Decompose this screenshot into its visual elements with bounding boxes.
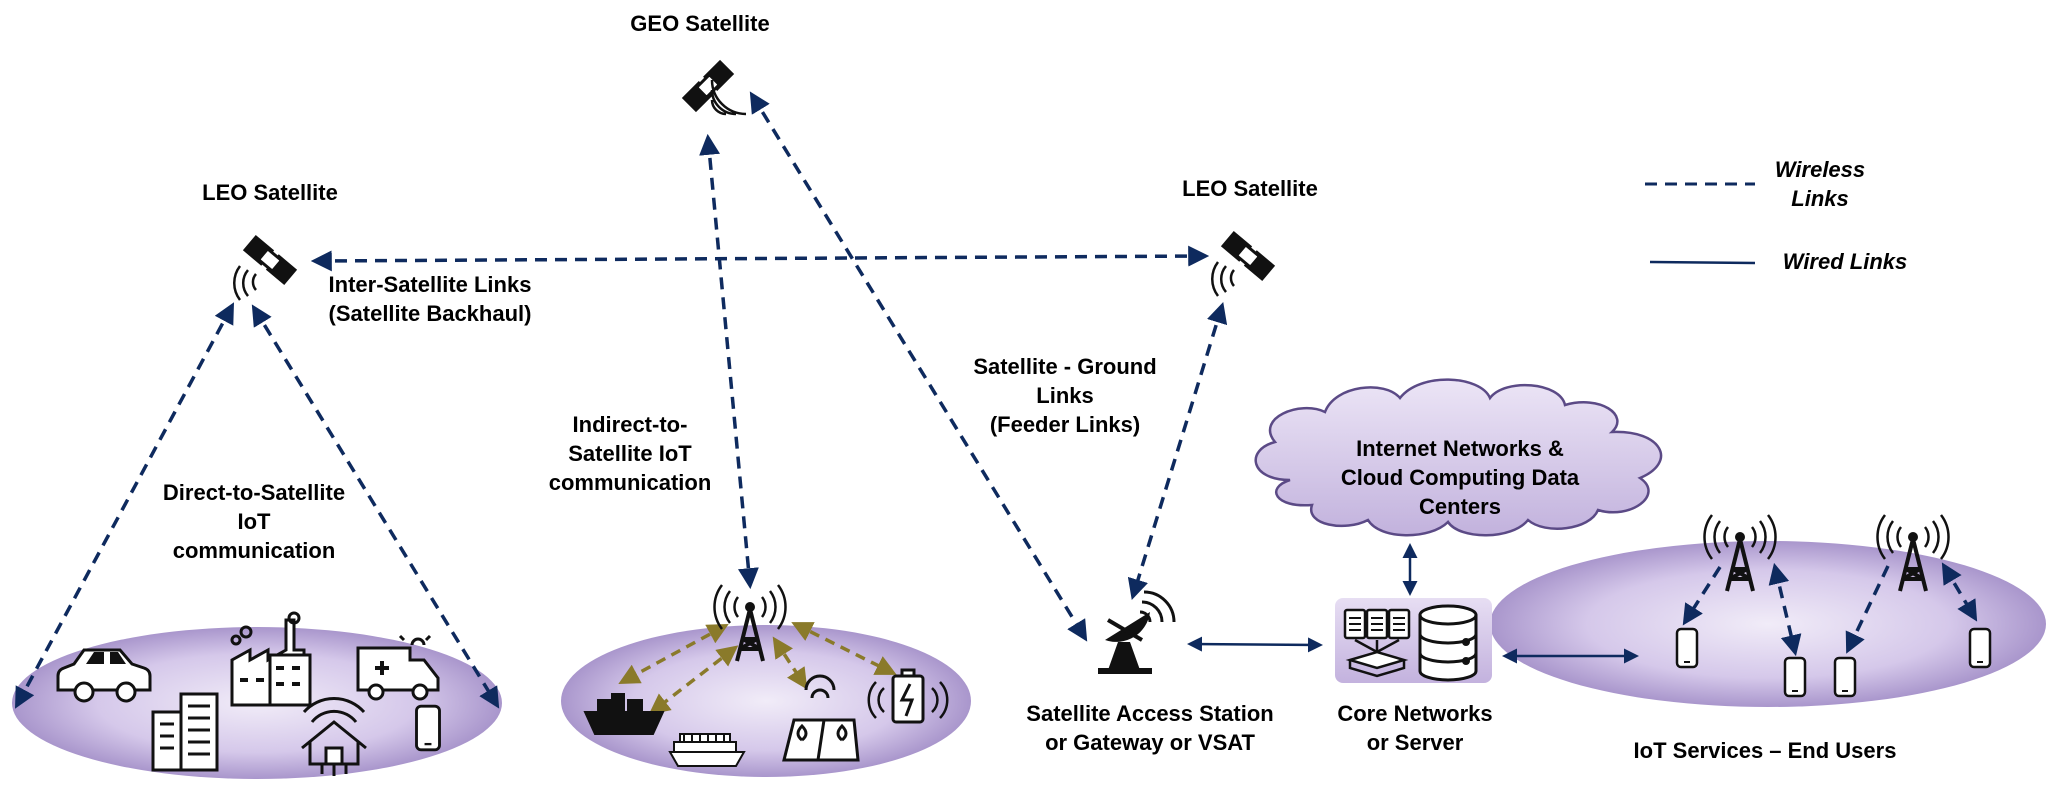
direct-link-left — [15, 302, 234, 709]
ambulance-icon — [356, 634, 440, 701]
cloud-line-1: Internet Networks & — [1356, 436, 1564, 461]
gateway-core-link — [1187, 636, 1323, 653]
satellite-dish-icon — [1098, 590, 1176, 674]
legend-wireless-line-1: Wireless — [1774, 157, 1866, 182]
cloud-line-2: Cloud Computing Data — [1340, 465, 1580, 490]
geo-to-gateway-link — [749, 91, 1088, 642]
battery-icon — [867, 668, 949, 724]
wireless-links — [15, 91, 1978, 709]
direct-line-1: Direct-to-Satellite — [162, 480, 346, 505]
cargo-ship-icon — [668, 733, 746, 767]
smartphone-icon — [1675, 627, 1699, 669]
satellite-icon — [1219, 229, 1277, 283]
farm-icon — [782, 674, 860, 762]
gateway-line-1: Satellite Access Station — [1026, 701, 1274, 726]
inter-satellite-line-2: (Satellite Backhaul) — [328, 301, 532, 326]
inter-satellite-line-1: Inter-Satellite Links — [328, 272, 532, 297]
core-line-2: or Server — [1366, 730, 1464, 755]
leo-satellite-left-label: LEO Satellite — [202, 180, 338, 205]
leo-to-gateway-link — [1127, 301, 1228, 601]
gateway-label: Satellite Access Station or Gateway or V… — [1000, 699, 1300, 757]
geo-satellite-label: GEO Satellite — [630, 11, 770, 36]
database-icon — [1418, 604, 1478, 682]
end-user-link-1b — [1768, 562, 1802, 657]
end-user-link-1a — [1682, 566, 1722, 626]
legend-wired-line — [1649, 260, 1756, 265]
indirect-line-2: Satellite IoT — [568, 441, 692, 466]
feeder-line-1: Satellite - Ground — [973, 354, 1157, 379]
legend-wireless-line-2: Links — [1791, 186, 1849, 211]
cloud-icon — [1254, 378, 1663, 537]
legend-wireless-label: Wireless Links — [1740, 155, 1900, 213]
smartphone-icon — [415, 704, 441, 752]
factory-icon — [230, 611, 312, 707]
geo-to-tower-link — [699, 133, 759, 590]
end-user-link-2b — [1941, 562, 1978, 622]
feeder-links-label: Satellite - Ground Links (Feeder Links) — [950, 352, 1180, 439]
gateway-line-2: or Gateway or VSAT — [1045, 730, 1255, 755]
device-links — [618, 622, 897, 715]
indirect-line-1: Indirect-to- — [572, 412, 688, 437]
buildings-icon — [151, 692, 219, 772]
wired-links — [1187, 543, 1639, 664]
indirect-to-satellite-label: Indirect-to- Satellite IoT communication — [520, 410, 740, 497]
end-user-link-2a — [1845, 565, 1890, 654]
ship-icon — [583, 693, 665, 735]
feeder-line-3: (Feeder Links) — [989, 412, 1141, 437]
end-users-label: IoT Services – End Users — [1633, 738, 1897, 763]
smartphone-icon — [1968, 627, 1992, 669]
leo-satellite-right-label: LEO Satellite — [1182, 176, 1318, 201]
direct-link-right — [251, 304, 500, 709]
feeder-line-2: Links — [1036, 383, 1094, 408]
direct-line-2: IoT — [237, 509, 271, 534]
end-users-area — [1490, 541, 2046, 707]
smartphone-icon — [1783, 656, 1807, 698]
legend-wired-label: Wired Links — [1782, 249, 1908, 274]
smartphone-icon — [1833, 656, 1857, 698]
indirect-line-3: communication — [548, 470, 712, 495]
cloud-label: Internet Networks & Cloud Computing Data… — [1320, 434, 1600, 521]
car-icon — [56, 648, 152, 703]
inter-satellite-label: Inter-Satellite Links (Satellite Backhau… — [300, 270, 560, 328]
inter-satellite-link — [310, 245, 1210, 272]
core-network-label: Core Networks or Server — [1310, 699, 1520, 757]
cloud-line-3: Centers — [1419, 494, 1501, 519]
satellite-icon — [241, 233, 299, 287]
core-line-1: Core Networks — [1337, 701, 1493, 726]
direct-line-3: communication — [172, 538, 336, 563]
documents-icon — [1343, 608, 1411, 678]
satellite-icon — [680, 58, 736, 114]
direct-to-satellite-label: Direct-to-Satellite IoT communication — [134, 478, 374, 565]
smart-home-icon — [301, 697, 367, 776]
